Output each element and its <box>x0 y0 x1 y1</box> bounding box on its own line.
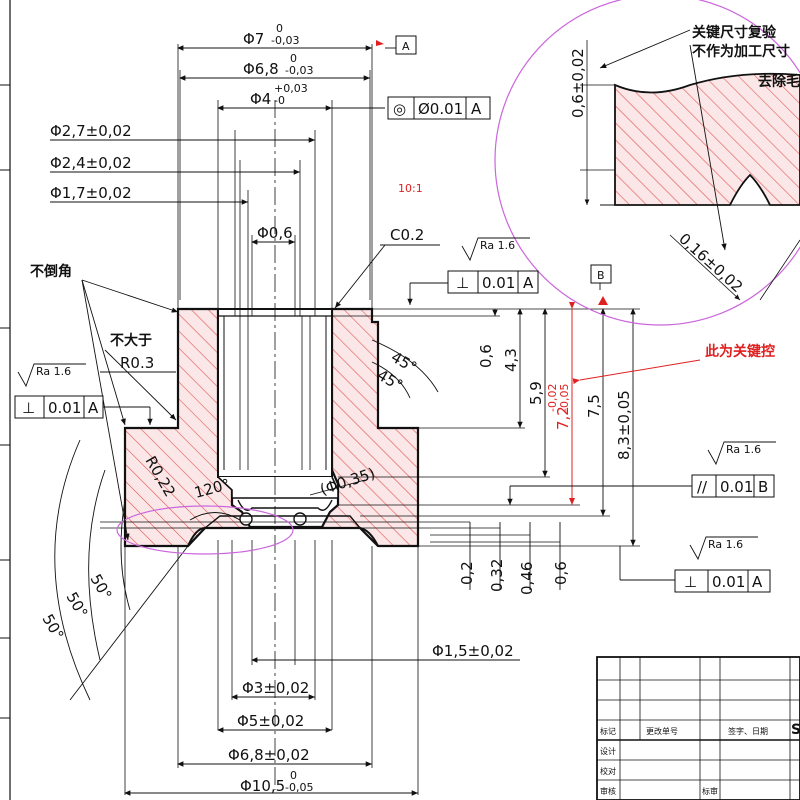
dim-v43: 4,3 <box>502 348 520 372</box>
dim-d7: Φ7 <box>243 30 264 48</box>
tb-sign-date: 签字、日期 <box>728 726 768 736</box>
tolerance-texts: ◎ Ø0.01 A ⊥ 0.01 A ⊥ 0.01 A // 0.01 B ⊥ … <box>22 100 768 591</box>
key-dimension <box>376 40 701 505</box>
dim-h06b: 0,6 <box>552 561 570 585</box>
perp-left-value: 0.01 <box>48 399 81 417</box>
title-block <box>596 656 800 800</box>
dim-d68-tol-dn: -0,03 <box>285 64 313 77</box>
scale-label: 10:1 <box>398 182 423 195</box>
roughness-labels: Ra 1.6 Ra 1.6 Ra 1.6 Ra 1.6 <box>36 239 761 551</box>
tb-design: 设计 <box>600 746 616 756</box>
dim-lines-horizontal <box>50 45 520 796</box>
tolerance-frames <box>14 35 775 593</box>
note-key-control: 此为关键控 <box>705 343 775 360</box>
dim-d15: Φ1,5±0,02 <box>432 642 514 660</box>
note-not-greater: 不大于 <box>110 332 152 349</box>
roughness-label-left: Ra 1.6 <box>36 365 71 378</box>
note-deburr: 去除毛 <box>758 73 800 90</box>
dim-d17: Φ1,7±0,02 <box>50 184 132 202</box>
highlight-ellipses <box>116 0 800 555</box>
dim-ang50b: 50° <box>63 589 92 621</box>
dim-d105-tol-up: 0 <box>290 769 297 782</box>
dim-d7-tol-up: 0 <box>276 22 283 35</box>
dim-v72-tol-dn: -0,05 <box>558 384 571 412</box>
datum-b-label: B <box>597 269 605 282</box>
parallel-datum: B <box>758 478 768 496</box>
note-no-chamfer: 不倒角 <box>30 263 72 280</box>
dim-h02: 0,2 <box>458 561 476 585</box>
dim-lines-vertical <box>469 308 636 590</box>
perp-top-symbol: ⊥ <box>456 274 469 292</box>
perp-bottom-value: 0.01 <box>712 573 745 591</box>
detail-dim-06: 0,6±0,02 <box>569 48 587 118</box>
datum-a-label: A <box>402 40 410 53</box>
tb-s-mark: S <box>791 722 800 738</box>
roughness-label-bottom: Ra 1.6 <box>708 538 743 551</box>
datum-labels: A B <box>402 40 605 282</box>
concentricity-datum: A <box>471 100 482 118</box>
dim-d27: Φ2,7±0,02 <box>50 122 132 140</box>
tb-standard: 标审 <box>702 786 718 796</box>
sheet-frame <box>0 0 11 800</box>
dim-d24: Φ2,4±0,02 <box>50 154 132 172</box>
note-key-check-2: 不作为加工尺寸 <box>692 43 790 60</box>
dim-d68: Φ6,8 <box>243 60 279 78</box>
tb-mark: 标记 <box>600 726 616 736</box>
dim-ang50c: 50° <box>39 611 68 643</box>
note-key-check-1: 关键尺寸复验 <box>692 24 777 41</box>
perp-bottom-datum: A <box>752 573 763 591</box>
concentricity-value: Ø0.01 <box>418 100 463 118</box>
tb-check: 校对 <box>600 766 616 776</box>
angle-arcs <box>54 339 439 701</box>
dim-c02: C0.2 <box>390 226 424 244</box>
detail-dim-016: 0,16±0,02 <box>675 230 746 296</box>
parallel-symbol: // <box>697 478 708 496</box>
dim-d5: Φ5±0,02 <box>237 712 304 730</box>
dim-d4-tol-up: +0,03 <box>274 82 308 95</box>
dim-ang50a: 50° <box>87 571 116 603</box>
dim-d4: Φ4 <box>250 90 271 108</box>
dim-d3: Φ3±0,02 <box>242 679 309 697</box>
dim-d68-tol-up: 0 <box>290 52 297 65</box>
dim-h032: 0,32 <box>488 559 506 592</box>
dim-v59: 5,9 <box>527 381 545 405</box>
perp-top-value: 0.01 <box>482 274 515 292</box>
dimension-texts: Φ7 0 -0,03 Φ6,8 0 -0,03 Φ4 +0,03 -0 Φ2,7… <box>39 22 747 795</box>
annotation-notes: 不倒角 不大于 关键尺寸复验 不作为加工尺寸 去除毛 此为关键控 <box>30 24 800 360</box>
concentricity-symbol: ◎ <box>393 100 406 118</box>
roughness-label-top: Ra 1.6 <box>480 239 515 252</box>
tb-review: 审核 <box>600 786 616 796</box>
dim-v83: 8,3±0,05 <box>615 390 633 460</box>
dim-v72-tol-up: -0,02 <box>546 384 559 412</box>
parallel-value: 0.01 <box>720 478 753 496</box>
perp-left-symbol: ⊥ <box>22 399 35 417</box>
dim-v75: 7,5 <box>585 394 603 418</box>
perp-left-datum: A <box>88 399 99 417</box>
detail-view <box>580 29 800 301</box>
dim-d105: Φ10,5 <box>240 777 285 795</box>
roughness-label-parallel: Ra 1.6 <box>726 443 761 456</box>
dim-d06: Φ0,6 <box>257 224 293 242</box>
perp-top-datum: A <box>523 274 534 292</box>
part-section <box>123 100 420 790</box>
perp-bottom-symbol: ⊥ <box>684 573 697 591</box>
dim-v06: 0,6 <box>477 344 495 368</box>
dim-d4-tol-dn: -0 <box>274 94 285 107</box>
dim-v72: 7,2 <box>554 406 572 430</box>
dim-r03: R0.3 <box>120 354 154 372</box>
dim-d7-tol-dn: -0,03 <box>271 34 299 47</box>
tb-change-no: 更改单号 <box>646 726 678 736</box>
dim-d68b: Φ6,8±0,02 <box>228 746 310 764</box>
roughness-symbols <box>17 237 776 561</box>
dim-h046: 0,46 <box>518 562 536 595</box>
dim-d105-tol-dn: -0,05 <box>285 781 313 794</box>
title-block-texts: 标记 更改单号 签字、日期 设计 校对 审核 标审 S <box>600 722 800 796</box>
